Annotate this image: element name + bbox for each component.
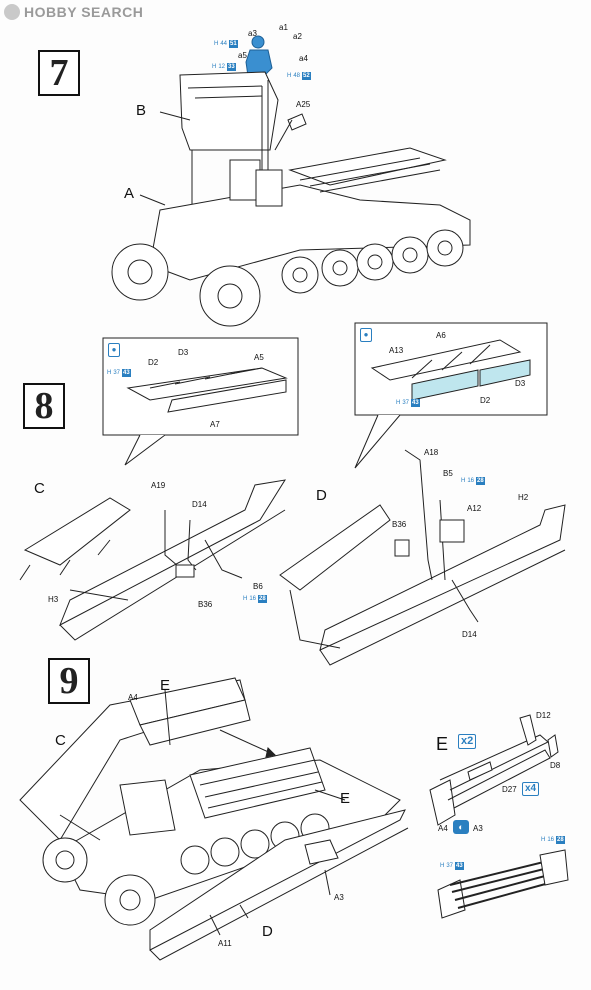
label-a2: a2 <box>293 32 302 41</box>
sub-e-count: x2 <box>458 734 477 749</box>
label-b6: B6 <box>253 582 263 591</box>
inset-right-a6: A6 <box>436 331 446 340</box>
label-b36-c: B36 <box>198 600 213 609</box>
label-a3-e: A3 <box>473 824 483 833</box>
label-a4-e: A4 <box>438 824 448 833</box>
label-b5: B5 <box>443 469 453 478</box>
hobbysearch-logo-icon <box>4 4 20 20</box>
inset-left-d2: D2 <box>148 358 159 367</box>
label-a3-9: A3 <box>334 893 344 902</box>
label-a5: a5 <box>238 51 247 60</box>
inset-left-a7: A7 <box>210 420 220 429</box>
glue-icon-right: ● <box>360 328 372 342</box>
label-e-upper: E <box>160 677 171 694</box>
inset-right-a13: A13 <box>389 346 404 355</box>
label-b: B <box>136 102 147 119</box>
watermark: HOBBY SEARCH <box>4 2 143 22</box>
label-a4-9: A4 <box>128 693 138 702</box>
label-a4: a4 <box>299 54 308 63</box>
label-d8: D8 <box>550 761 561 770</box>
inset-left-a5: A5 <box>254 353 264 362</box>
label-d-9: D <box>262 923 273 940</box>
step9-drawing <box>19 677 569 961</box>
step-7-number: 7 <box>38 50 80 96</box>
inset-right-d2: D2 <box>480 396 491 405</box>
label-a18: A18 <box>424 448 439 457</box>
label-e-right: E <box>340 790 351 807</box>
mirror-parts-icon: ◐ <box>453 820 469 834</box>
label-d14-c: D14 <box>192 500 207 509</box>
step-9-number: 9 <box>48 658 90 704</box>
sub-c-letter: C <box>34 480 45 497</box>
step7-drawing <box>111 35 471 327</box>
label-b36-d: B36 <box>392 520 407 529</box>
label-a25: A25 <box>296 100 311 109</box>
label-a11: A11 <box>218 939 232 948</box>
d27-count: x4 <box>522 782 540 796</box>
label-a: A <box>124 185 135 202</box>
label-a3: a3 <box>248 29 257 38</box>
label-h2: H2 <box>518 493 529 502</box>
step8-drawing <box>19 322 566 666</box>
label-d27: D27 <box>502 785 517 794</box>
label-a12: A12 <box>467 504 482 513</box>
label-d14-d: D14 <box>462 630 477 639</box>
label-d12: D12 <box>536 711 551 720</box>
inset-right-d3: D3 <box>515 379 526 388</box>
label-h3: H3 <box>48 595 59 604</box>
sub-e-letter: E <box>436 734 449 754</box>
sub-d-letter: D <box>316 487 327 504</box>
label-a1: a1 <box>279 23 288 32</box>
label-c-9: C <box>55 732 66 749</box>
inset-left-d3: D3 <box>178 348 189 357</box>
step-8-number: 8 <box>23 383 65 429</box>
label-a19: A19 <box>151 481 166 490</box>
watermark-text: HOBBY SEARCH <box>24 4 144 20</box>
glue-icon: ● <box>108 343 120 357</box>
